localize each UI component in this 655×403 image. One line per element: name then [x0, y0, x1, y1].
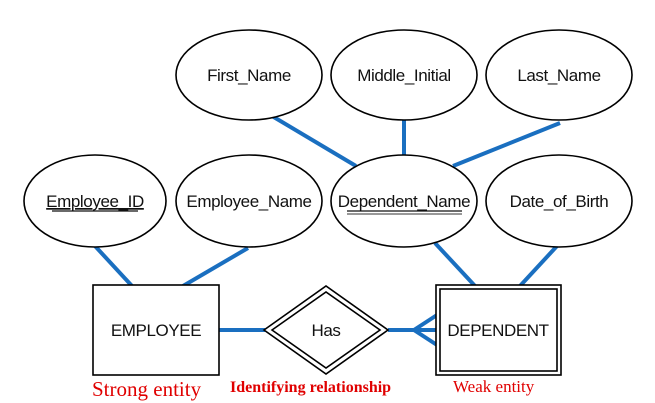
connector-employee-name: [181, 246, 250, 288]
entity-label: DEPENDENT: [447, 321, 548, 340]
annotation-strong-entity: Strong entity: [92, 377, 202, 401]
annotation-identifying-relationship: Identifying relationship: [230, 379, 391, 396]
attribute-label: Last_Name: [517, 66, 600, 85]
attribute-employee-id[interactable]: Employee_ID: [23, 154, 167, 248]
connector-first-name: [270, 114, 358, 168]
entity-dependent[interactable]: DEPENDENT: [435, 284, 562, 376]
connector-employee-id: [93, 244, 134, 288]
attribute-label: Middle_Initial: [357, 66, 451, 85]
connector-dependent-name: [433, 241, 477, 288]
attribute-label: Employee_Name: [186, 192, 311, 211]
connectors: [93, 114, 561, 347]
attribute-employee-name[interactable]: Employee_Name: [175, 154, 323, 248]
attribute-last-name[interactable]: Last_Name: [485, 29, 633, 121]
relationship-label: Has: [311, 321, 340, 340]
connector-date-of-birth: [518, 244, 559, 288]
attribute-label: Date_of_Birth: [510, 192, 609, 211]
attribute-label: First_Name: [207, 66, 291, 85]
attribute-middle-initial[interactable]: Middle_Initial: [330, 29, 478, 121]
annotation-weak-entity: Weak entity: [453, 377, 535, 396]
relationship-has[interactable]: Has: [262, 285, 390, 375]
attribute-label-partial-key: Dependent_Name: [338, 192, 470, 211]
attribute-label-key: Employee_ID: [46, 192, 144, 211]
entity-employee[interactable]: EMPLOYEE: [92, 284, 220, 376]
attribute-date-of-birth[interactable]: Date_of_Birth: [485, 154, 633, 248]
attribute-first-name[interactable]: First_Name: [175, 29, 323, 121]
entity-label: EMPLOYEE: [111, 321, 201, 340]
crows-foot-many: [410, 313, 439, 347]
attribute-dependent-name[interactable]: Dependent_Name: [330, 154, 478, 248]
connector-last-name: [452, 121, 561, 168]
